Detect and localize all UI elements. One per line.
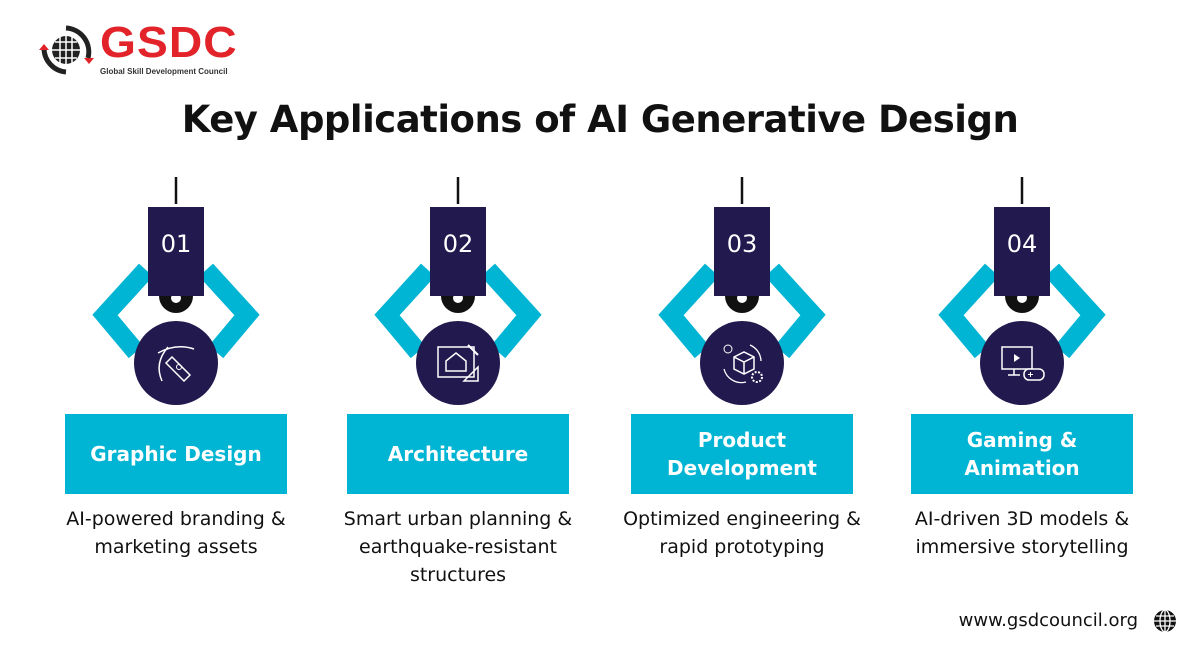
number-block <box>148 207 204 296</box>
item-number: 03 <box>726 230 758 258</box>
product-box-gear-icon <box>723 344 763 384</box>
monitor-gamepad-icon <box>1001 346 1045 381</box>
item-number: 01 <box>160 230 192 258</box>
application-item: 04 Gaming & Animation AI-driven 3D model… <box>882 170 1162 590</box>
application-item: 03 Product Development Optimized enginee… <box>602 170 882 590</box>
robotic-claw <box>938 177 1106 405</box>
blueprint-house-icon <box>437 344 479 382</box>
claw-left-arm <box>938 263 1000 359</box>
logo-name: GSDC <box>100 18 238 67</box>
item-number: 04 <box>1006 230 1038 258</box>
claw-knob <box>441 296 475 313</box>
claw-right-arm <box>198 263 260 359</box>
globe-icon <box>1154 609 1176 633</box>
page-title: Key Applications of AI Generative Design <box>181 98 1019 141</box>
icon-circle <box>416 321 500 405</box>
claw-left-arm <box>374 263 436 359</box>
item-description: Optimized engineering & rapid prototypin… <box>623 508 861 558</box>
item-label: Graphic Design <box>65 414 287 494</box>
robotic-claw <box>374 177 542 405</box>
logo-subtitle: Global Skill Development Council <box>100 67 228 76</box>
robotic-claw <box>92 177 260 405</box>
claw-left-arm <box>658 263 720 359</box>
claw-knob <box>159 296 193 313</box>
application-item: 02 Architecture Smart urban planning & e… <box>318 170 598 590</box>
robotic-claw <box>658 177 826 405</box>
item-number: 02 <box>442 230 474 258</box>
number-block <box>994 207 1050 296</box>
claw-right-arm <box>1044 263 1106 359</box>
claw-left-arm <box>92 263 154 359</box>
item-description: AI-powered branding & marketing assets <box>66 508 286 558</box>
claw-right-arm <box>764 263 826 359</box>
icon-circle <box>980 321 1064 405</box>
pen-tool-icon <box>157 346 195 383</box>
item-label: Product Development <box>631 414 853 494</box>
number-block <box>714 207 770 296</box>
claw-knob <box>1005 296 1039 313</box>
globe-logo-icon <box>39 25 94 75</box>
item-label: Architecture <box>347 414 569 494</box>
item-description: AI-driven 3D models & immersive storytel… <box>914 508 1130 558</box>
website-url[interactable]: www.gsdcouncil.org <box>958 610 1138 631</box>
claw-knob <box>725 296 759 313</box>
number-block <box>430 207 486 296</box>
item-description: Smart urban planning & earthquake-resist… <box>343 508 573 586</box>
application-item: 01 Graphic Design AI-powered branding & … <box>36 170 316 590</box>
icon-circle <box>700 321 784 405</box>
item-label: Gaming & Animation <box>911 414 1133 494</box>
claw-right-arm <box>480 263 542 359</box>
gsdc-logo: GSDC Global Skill Development Council <box>36 18 237 77</box>
icon-circle <box>134 321 218 405</box>
